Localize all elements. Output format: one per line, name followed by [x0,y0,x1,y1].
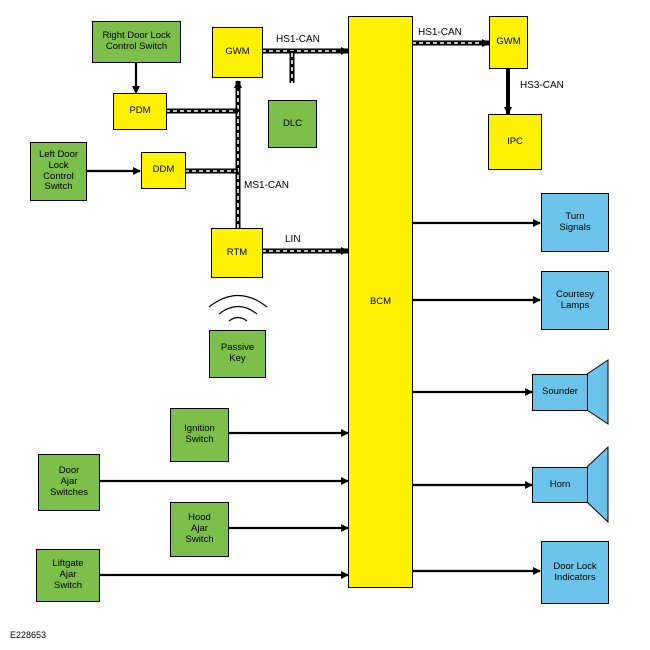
hardwired-connections [86,62,541,579]
horn: Horn [532,467,588,503]
hs1-can-label-left: HS1-CAN [276,34,320,45]
ipc-module: IPC [488,114,542,170]
left-door-lock-control-switch: Left Door Lock Control Switch [30,142,87,201]
sounder-horn-flare [586,359,609,425]
door-ajar-switches: Door Ajar Switches [38,454,100,511]
courtesy-lamps: Courtesy Lamps [541,271,609,330]
door-lock-indicators: Door Lock Indicators [541,541,609,604]
sounder: Sounder [532,374,588,411]
gwm-module-left: GWM [212,27,263,78]
right-door-lock-control-switch: Right Door Lock Control Switch [92,21,181,63]
ms1-can-label: MS1-CAN [244,180,290,191]
hs1-can-label-right: HS1-CAN [418,27,462,38]
rtm-module: RTM [211,228,263,278]
passive-key: Passive Key [209,330,266,378]
liftgate-ajar-switch: Liftgate Ajar Switch [36,549,100,602]
reference-code: E228653 [10,630,47,640]
ignition-switch: Ignition Switch [170,408,229,462]
lin-label: LIN [285,234,301,245]
ddm-module: DDM [141,152,186,189]
hs1-can-bus-left [262,47,349,83]
hs3-can-label: HS3-CAN [520,80,564,91]
horn-flare [586,445,609,524]
gwm-module-right: GWM [489,16,528,69]
bcm-module: BCM [348,16,413,588]
turn-signals: Turn Signals [541,193,609,252]
ms1-can-bus [166,80,242,228]
wireless-signal-icon [208,295,268,322]
pdm-module: PDM [113,93,167,130]
bus-lines [166,39,512,255]
hood-ajar-switch: Hood Ajar Switch [170,502,229,557]
dlc-connector: DLC [268,100,317,148]
